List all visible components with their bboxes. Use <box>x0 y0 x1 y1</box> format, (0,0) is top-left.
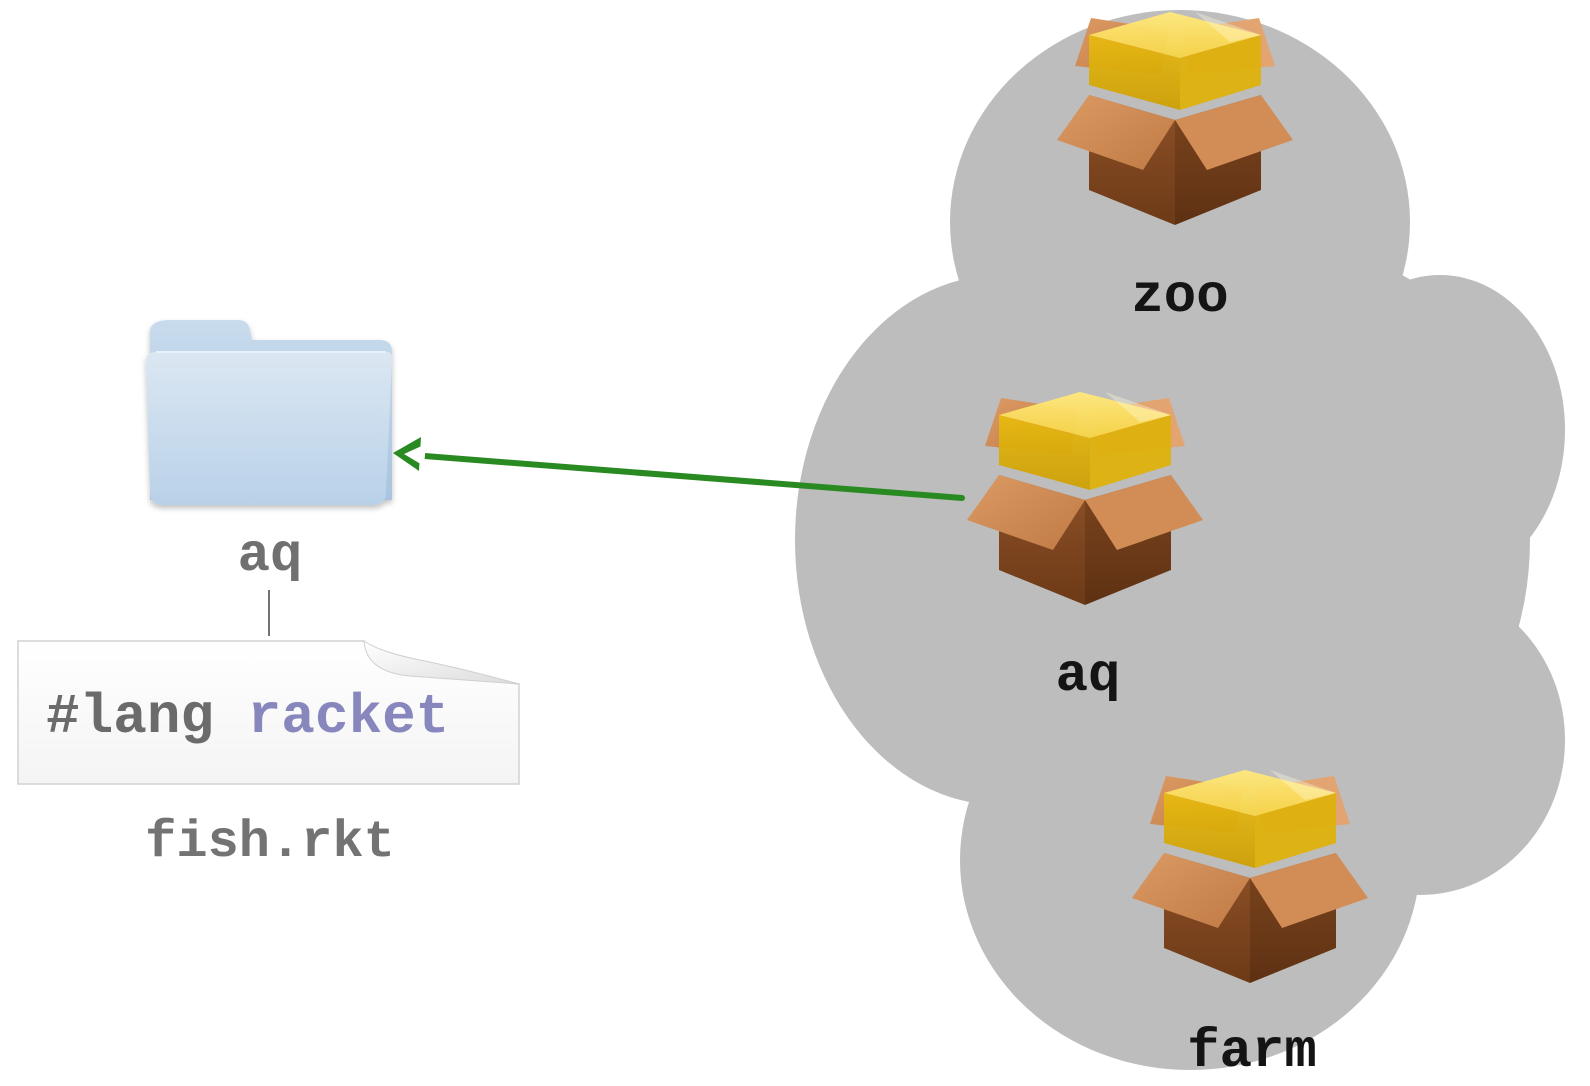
folder-icon <box>146 320 393 505</box>
package-farm[interactable]: farm <box>1132 770 1368 1083</box>
package-aq-label: aq <box>1056 646 1121 707</box>
package-aq[interactable]: aq <box>967 392 1203 707</box>
package-zoo[interactable]: zoo <box>1057 12 1293 328</box>
racket-file[interactable]: #lang racket fish.rkt <box>17 640 520 872</box>
install-arrow <box>393 437 965 501</box>
document-icon <box>17 640 520 785</box>
code-lang-directive: #lang <box>46 685 214 749</box>
code-line: #lang racket <box>46 685 449 749</box>
folder-label: aq <box>238 526 303 587</box>
package-zoo-label: zoo <box>1131 267 1228 328</box>
code-language-name: racket <box>248 685 450 749</box>
folder-aq[interactable]: aq <box>146 320 393 587</box>
package-farm-label: farm <box>1187 1022 1317 1083</box>
file-name-label: fish.rkt <box>145 813 395 872</box>
